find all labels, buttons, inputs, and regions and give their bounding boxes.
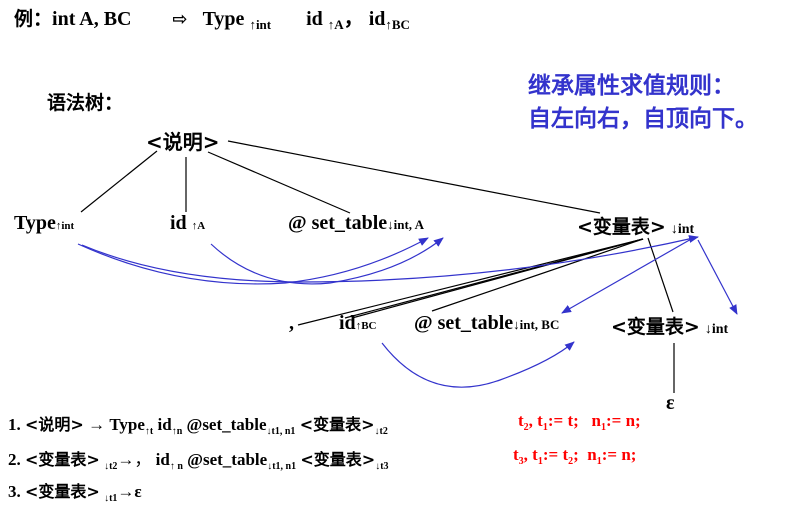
node-set-table-2-attr: ↓int, BC xyxy=(513,317,560,332)
node-comma: , xyxy=(289,312,294,334)
rule-1-action-part: , t xyxy=(528,411,543,430)
example-line: 例：int A, BC ⇨ Type ↑int id ↑A， id↑BC xyxy=(14,2,410,33)
node-id-a: id ↑A xyxy=(170,212,205,235)
rule-2-varlist-attr: ↓t3 xyxy=(375,461,389,472)
example-type-attr: ↑int xyxy=(249,17,272,32)
node-id-bc-label: id xyxy=(339,312,356,334)
tree-root-shuoming: <说明> xyxy=(146,130,220,154)
node-set-table-1-label: @ set_table xyxy=(288,212,388,234)
node-type: Type↑int xyxy=(14,212,74,235)
rule-2-arrow: →， xyxy=(117,450,152,469)
example-id2-attr: ↑BC xyxy=(385,17,410,32)
node-id-a-attr: ↑A xyxy=(191,220,206,232)
rule-1-id-attr: ↑n xyxy=(171,426,183,437)
node-id-bc-attr: ↑BC xyxy=(355,320,377,332)
rule-1-type: Type xyxy=(109,415,145,434)
rule-1-action-sub: 1 xyxy=(542,422,548,433)
rule-2: 2. <变量表> ↓t2→， id↑ n @set_table↓t1, n1 <… xyxy=(8,445,389,472)
rule-3-lhs: <变量表> xyxy=(25,482,100,501)
note-line-2: 自左向右，自顶向下。 xyxy=(528,106,758,132)
rule-1-action-part: := n; xyxy=(605,411,641,430)
node-varlist-1-label: <变量表> xyxy=(577,216,666,238)
rule-2-action-sub: 1 xyxy=(596,456,602,467)
rule-2-id: id xyxy=(155,450,170,469)
example-sep: ， xyxy=(343,8,364,30)
rule-2-action-part: ; n xyxy=(573,445,597,464)
rule-1-action-sub: 1 xyxy=(600,422,606,433)
node-set-table-2-label: @ set_table xyxy=(414,312,514,334)
tree-title: 语法树： xyxy=(47,92,124,114)
node-varlist-2-label: <变量表> xyxy=(611,316,700,338)
node-id-a-label: id xyxy=(170,212,187,234)
dependency-arrows xyxy=(77,235,738,388)
rule-1-varlist-attr: ↓t2 xyxy=(374,426,388,437)
rule-2-lhs-attr: ↓t2 xyxy=(104,461,118,472)
example-type: Type xyxy=(202,8,245,30)
tree-edges xyxy=(80,140,675,393)
example-id1: id xyxy=(306,8,323,30)
rule-3-arrow: →ε xyxy=(117,482,142,501)
rule-2-action-part: t xyxy=(513,445,519,464)
node-type-label: Type xyxy=(14,212,56,234)
node-varlist-2-attr: ↓int xyxy=(704,322,729,337)
rule-1-varlist: <变量表> xyxy=(299,415,375,434)
rule-2-action-sub: 1 xyxy=(537,456,543,467)
example-decl: int A, BC xyxy=(52,8,132,30)
rule-2-varlist: <变量表> xyxy=(300,450,376,469)
node-set-table-2: @ set_table↓int, BC xyxy=(414,312,559,335)
rule-3-lhs-attr: ↓t1 xyxy=(104,493,118,504)
rule-1-set-table: @set_table xyxy=(186,415,267,434)
rule-2-action-sub: 3 xyxy=(518,456,524,467)
example-id1-attr: ↑A xyxy=(327,17,344,32)
node-varlist-2: <变量表> ↓int xyxy=(611,312,728,339)
rule-1: 1. <说明> → Type↑t id↑n @set_table↓t1, n1 … xyxy=(8,411,388,437)
inherited-attribute-note: 继承属性求值规则： 自左向右，自顶向下。 xyxy=(528,70,758,136)
rule-2-set-table-attr: ↓t1, n1 xyxy=(267,461,297,472)
rule-2-action-part: := t xyxy=(542,445,569,464)
rule-3: 3. <变量表> ↓t1→ε xyxy=(8,478,142,504)
rule-3-num: 3. xyxy=(8,482,21,501)
node-varlist-1: <变量表> ↓int xyxy=(577,212,694,239)
rule-2-action-sub: 2 xyxy=(568,456,574,467)
node-epsilon: ε xyxy=(666,392,675,414)
rule-1-action-part: := t; n xyxy=(547,411,601,430)
rule-1-action-part: t xyxy=(518,411,524,430)
rule-2-action-part: , t xyxy=(523,445,538,464)
node-set-table-1-attr: ↓int, A xyxy=(387,217,424,232)
rule-1-action-sub: 2 xyxy=(523,422,529,433)
node-varlist-1-attr: ↓int xyxy=(670,222,695,237)
rule-2-set-table: @set_table xyxy=(187,450,268,469)
rule-2-action-part: := n; xyxy=(601,445,637,464)
node-id-bc: id↑BC xyxy=(339,312,376,335)
rule-1-action: t2, t1:= t; n1:= n; xyxy=(518,411,641,433)
rule-2-id-attr: ↑ n xyxy=(169,461,183,472)
node-type-attr: ↑int xyxy=(55,220,75,232)
rule-1-set-table-attr: ↓t1, n1 xyxy=(266,426,296,437)
node-set-table-1: @ set_table↓int, A xyxy=(288,212,424,235)
rule-1-id: id xyxy=(157,415,172,434)
rule-1-type-attr: ↑t xyxy=(144,426,154,437)
rule-1-lhs: <说明> xyxy=(25,415,84,434)
example-prefix: 例： xyxy=(14,8,53,30)
rule-1-arrow: → xyxy=(88,415,106,434)
rule-2-num: 2. xyxy=(8,450,21,469)
rule-1-num: 1. xyxy=(8,415,21,434)
example-id2: id xyxy=(368,8,386,30)
note-line-1: 继承属性求值规则： xyxy=(528,73,735,99)
derives-arrow-icon: ⇨ xyxy=(172,9,188,30)
rule-2-action: t3, t1:= t2; n1:= n; xyxy=(513,445,636,467)
rule-2-lhs: <变量表> xyxy=(25,450,100,469)
